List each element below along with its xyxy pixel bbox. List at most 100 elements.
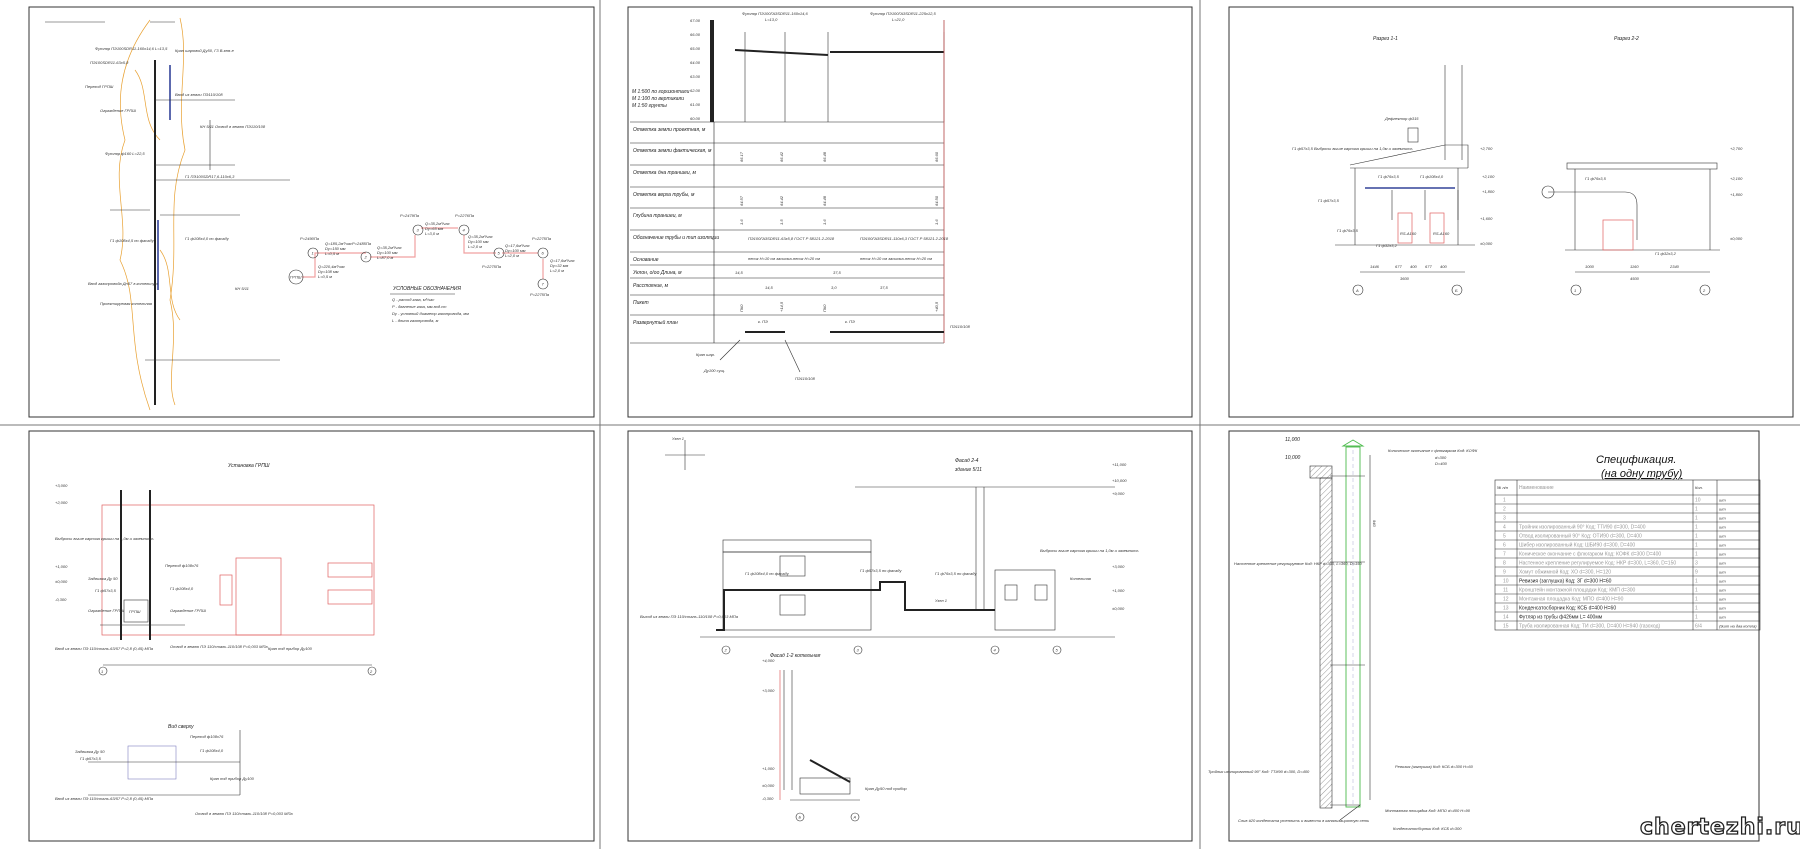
spec-cell: 1 xyxy=(1695,525,1698,531)
chimney-callout: Слив #20 конденсата утеплить и вывести в… xyxy=(1238,818,1369,823)
axis-label: Б xyxy=(1455,288,1458,293)
spec-cell: 4 xyxy=(1503,525,1506,531)
level-mark: 10,000 xyxy=(1285,455,1301,461)
segment-label: Dу=100 мм xyxy=(505,248,526,253)
ground-value: 66.60 xyxy=(934,151,939,162)
level-mark: +1,800 xyxy=(1482,189,1495,194)
spec-cell: шт xyxy=(1719,552,1726,557)
site-callout: КН 5/11 Отвод в землю ПЭ110/108 xyxy=(200,124,266,129)
row-label: Глубина траншеи, м xyxy=(633,213,682,219)
spec-cell: Шибер изолированный Код: ШБИ90 d=300, D=… xyxy=(1519,542,1635,549)
length-value: 37,5 xyxy=(833,270,842,275)
distance-value: 37,5 xyxy=(880,285,889,290)
site-callout: Г1 ф108х4,0 по фасаду xyxy=(185,236,230,241)
top-view-title: Вид сверху xyxy=(168,724,194,730)
legend-title: УСЛОВНЫЕ ОБОЗНАЧЕНИЯ xyxy=(393,286,461,292)
section-callout: Г1 ф57х3,5 Выбросы выше карниза крыши на… xyxy=(1292,146,1413,151)
section-callout: Г1 ф32х3,2 xyxy=(1376,243,1398,248)
site-callout: Кран шаровой Ду50, Г3 В.зем-е xyxy=(175,48,235,53)
segment-label: L=2,0 м xyxy=(550,268,564,273)
node-label: 6 xyxy=(542,251,545,256)
spec-cell: Настенное крепление регулируемое Код: НК… xyxy=(1519,561,1676,567)
panel-chimney[interactable]: 11,000 10,000 940 Коническое окончание с… xyxy=(1208,430,1761,842)
sleeve-label: Футляр ПЭ100ГАЗSDR11-225х12,5 xyxy=(870,11,936,16)
node-label: 1 xyxy=(312,251,314,256)
spec-cell: 3 xyxy=(1503,516,1506,522)
axis-label: Б xyxy=(799,815,802,820)
spec-cell: 1 xyxy=(1695,579,1698,585)
pipe-type: ПЭ100ГАЗSDR11-110х6,3 ГОСТ Р 58121.2-201… xyxy=(860,236,949,241)
section-callout: Г1 ф76х3,5 xyxy=(1378,174,1400,179)
node-label: 5 xyxy=(498,251,501,256)
site-callout: Футляр ф160 L=22,5 xyxy=(105,151,145,156)
level-mark: +1,000 xyxy=(762,766,775,771)
site-callout: Переход ГРПШ xyxy=(85,84,114,89)
spec-cell: шт xyxy=(1719,597,1726,602)
row-label: Расстояние, м xyxy=(633,283,669,289)
grpsh-callout: Г1 ф57х3,5 xyxy=(95,588,117,593)
dimension: 400 xyxy=(1440,264,1447,269)
segment-label: L=3,0 м xyxy=(425,231,439,236)
panel-sections[interactable]: Разрез 1-1 Разрез 2-2 А Б 1 2 Дефлектор … xyxy=(1228,6,1794,418)
panel-grpsh[interactable]: Установка ГРПШ ГРПШ 1 2 Вид сверху +3,00… xyxy=(28,430,595,842)
topview-callout: Отвод в землю ПЭ 110/сталь-110/108 P=0,0… xyxy=(195,811,293,816)
spec-cell: шт xyxy=(1719,579,1726,584)
spec-cell: (9шт на два котла) xyxy=(1719,624,1757,629)
spec-cell: шт xyxy=(1719,615,1726,620)
spec-cell: 1 xyxy=(1503,498,1506,504)
row-label: Отметка земли фактическая, м xyxy=(633,148,712,154)
site-callout: Проектируемая котельная xyxy=(100,301,153,306)
ground-value: 66.42 xyxy=(779,151,784,162)
segment-label: L=2,0 м xyxy=(468,244,482,249)
axis-marker xyxy=(850,812,860,822)
legend-item: Dу - условный диаметр газопровода, мм xyxy=(392,311,469,316)
grpsh-title: Установка ГРПШ xyxy=(228,463,270,469)
level-mark: +3,000 xyxy=(55,483,68,488)
axis-label: 2 xyxy=(724,648,728,653)
spec-cell: 7 xyxy=(1503,552,1506,558)
pipe-top-value: 64.50 xyxy=(934,195,939,206)
pressure-label: P=2275Па xyxy=(532,236,552,241)
length-value: 14,5 xyxy=(735,270,744,275)
spec-cell: 12 xyxy=(1503,597,1509,603)
pressure-label: P=2479Па xyxy=(400,213,420,218)
dimension: 400 xyxy=(1410,264,1417,269)
plan-label: Кран шар. xyxy=(696,352,715,357)
facade-callout: Выбросы выше карниза крыши на 1,0м и заз… xyxy=(1040,548,1139,553)
plan-label: к. ПЭ xyxy=(758,319,768,324)
segment-label: L=0,5 м xyxy=(318,274,332,279)
level-mark: +9,000 xyxy=(1112,491,1125,496)
spec-cell: 6/4 xyxy=(1695,624,1702,630)
dimension: 1160 xyxy=(1630,264,1639,269)
spec-cell: 2 xyxy=(1503,507,1506,513)
site-callout: Футляр ПЭ100SDR11-160х14,6 L=13,5 xyxy=(95,46,168,51)
facade-callout: Кран Ду50 под прибор xyxy=(865,786,907,791)
plan-label: ПЭ110/108 xyxy=(795,376,816,381)
spec-cell: Футляр из трубы ф426мм L= 400мм xyxy=(1519,615,1603,621)
level-mark: ±0,000 xyxy=(55,579,68,584)
spec-cell: 6 xyxy=(1503,543,1506,549)
grpsh-callout: Переход ф108х76 xyxy=(165,563,199,568)
spec-cell: Конденсатосборник Код: КСБ d=400 H=60 xyxy=(1519,606,1616,612)
spec-cell: 1 xyxy=(1695,543,1698,549)
row-label: Пикет xyxy=(633,300,649,306)
spec-cell: 1 xyxy=(1695,552,1698,558)
segment-label: Dу=100 мм xyxy=(468,239,489,244)
axis-marker xyxy=(853,645,863,655)
axis-marker xyxy=(990,645,1000,655)
segment-label: Dу=32 мм xyxy=(550,263,569,268)
axis-label: 5 xyxy=(1056,648,1059,653)
facade-callout: Г1 ф76х3,5 по фасаду xyxy=(935,571,977,576)
spec-cell: шт xyxy=(1719,498,1726,503)
chimney-callout: Монтажная площадка Код: МПО d=400 H=90 xyxy=(1385,808,1471,813)
level-mark: +2,700 xyxy=(1480,146,1493,151)
panel-site-plan[interactable]: Футляр ПЭ100SDR11-160х14,6 L=13,5 Кран ша… xyxy=(28,6,595,418)
spec-cell: 9 xyxy=(1503,570,1506,576)
elevation-tick: 64.00 xyxy=(690,60,701,65)
spec-header: Наименование xyxy=(1519,485,1554,491)
spec-cell: 1 xyxy=(1695,597,1698,603)
axis-marker xyxy=(721,645,731,655)
level-mark: +1,000 xyxy=(55,564,68,569)
